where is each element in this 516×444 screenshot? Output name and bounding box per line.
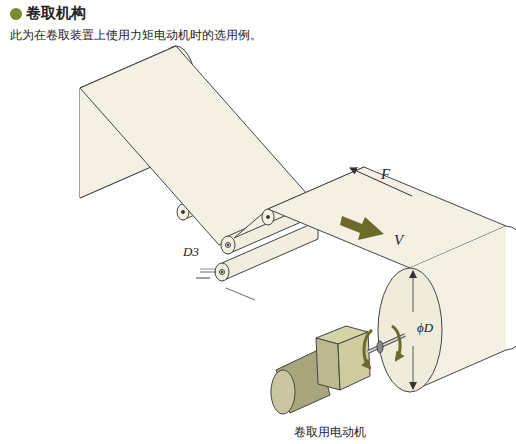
winding-motor [271,326,405,414]
force-symbol: F [381,166,390,183]
guide-roller [262,209,274,225]
diameter-symbol: D3 [183,244,199,260]
speed-symbol: V [394,232,403,249]
motor-caption: 卷取用电动机 [294,424,366,441]
title-bullet [10,8,22,20]
rotation-arrow [364,330,372,368]
speed-arrow [340,216,384,240]
dimension-line [413,346,414,389]
winding-roll [378,226,516,392]
title: 卷取机构 [26,4,86,23]
rotation-arrow [392,326,400,360]
description: 此为在卷取装置上使用力矩电动机时的选用例。 [10,27,262,44]
diameter-symbol: ϕD [417,320,433,336]
dimension-line [413,271,414,312]
